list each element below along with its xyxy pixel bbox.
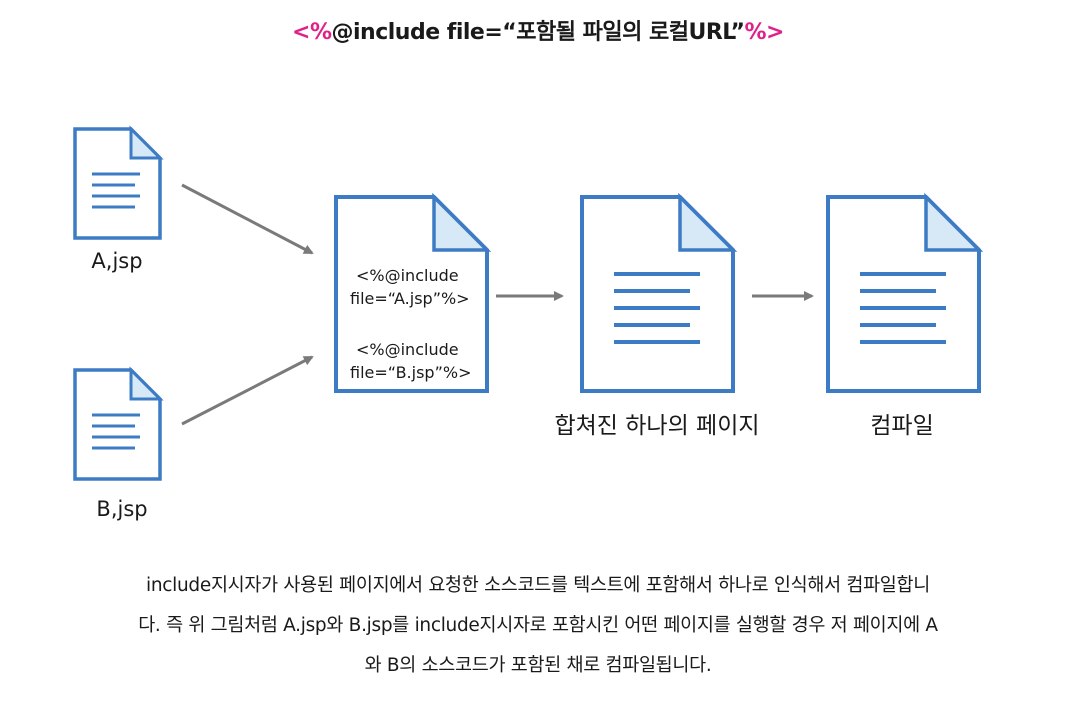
document-a-label: A,jsp [91,249,142,273]
document-b-icon [73,366,164,481]
title-directive: @include file=“포함될 파일의 로컬URL” [331,20,746,45]
include-line-1: <%@include [356,266,459,285]
merged-page-label: 합쳐진 하나의 페이지 [554,413,759,439]
include-line-4: file=“B.jsp”%> [350,363,471,382]
description-paragraph: include지시자가 사용된 페이지에서 요청한 소스코드를 텍스트에 포함해… [20,566,1056,686]
include-flow-diagram: A,jsp B,jsp <%@include file=“A.jsp”%> <%… [73,125,984,521]
compiled-document-icon [826,192,984,393]
include-line-2: file=“A.jsp”%> [350,289,470,308]
arrow-b-to-include [181,355,314,426]
include-page-document-icon [334,192,492,393]
title-open-bracket: <% [292,20,332,45]
description-line-3: 와 B의 소스코드가 포함된 채로 컴파일됩니다. [364,655,712,676]
description-line-2: 다. 즉 위 그림처럼 A.jsp와 B.jsp를 include지시자로 포함… [138,615,938,636]
compile-label: 컴파일 [870,413,933,439]
description-line-1: include지시자가 사용된 페이지에서 요청한 소스코드를 텍스트에 포함해… [146,575,930,596]
merged-page-document-icon [580,192,738,393]
arrow-a-to-include [181,183,314,255]
title-close-bracket: %> [744,20,785,45]
include-line-3: <%@include [356,340,459,359]
document-a-icon [73,125,164,240]
diagram-title: <%@include file=“포함될 파일의 로컬URL”%> [0,14,1076,46]
document-b-label: B,jsp [96,497,147,521]
